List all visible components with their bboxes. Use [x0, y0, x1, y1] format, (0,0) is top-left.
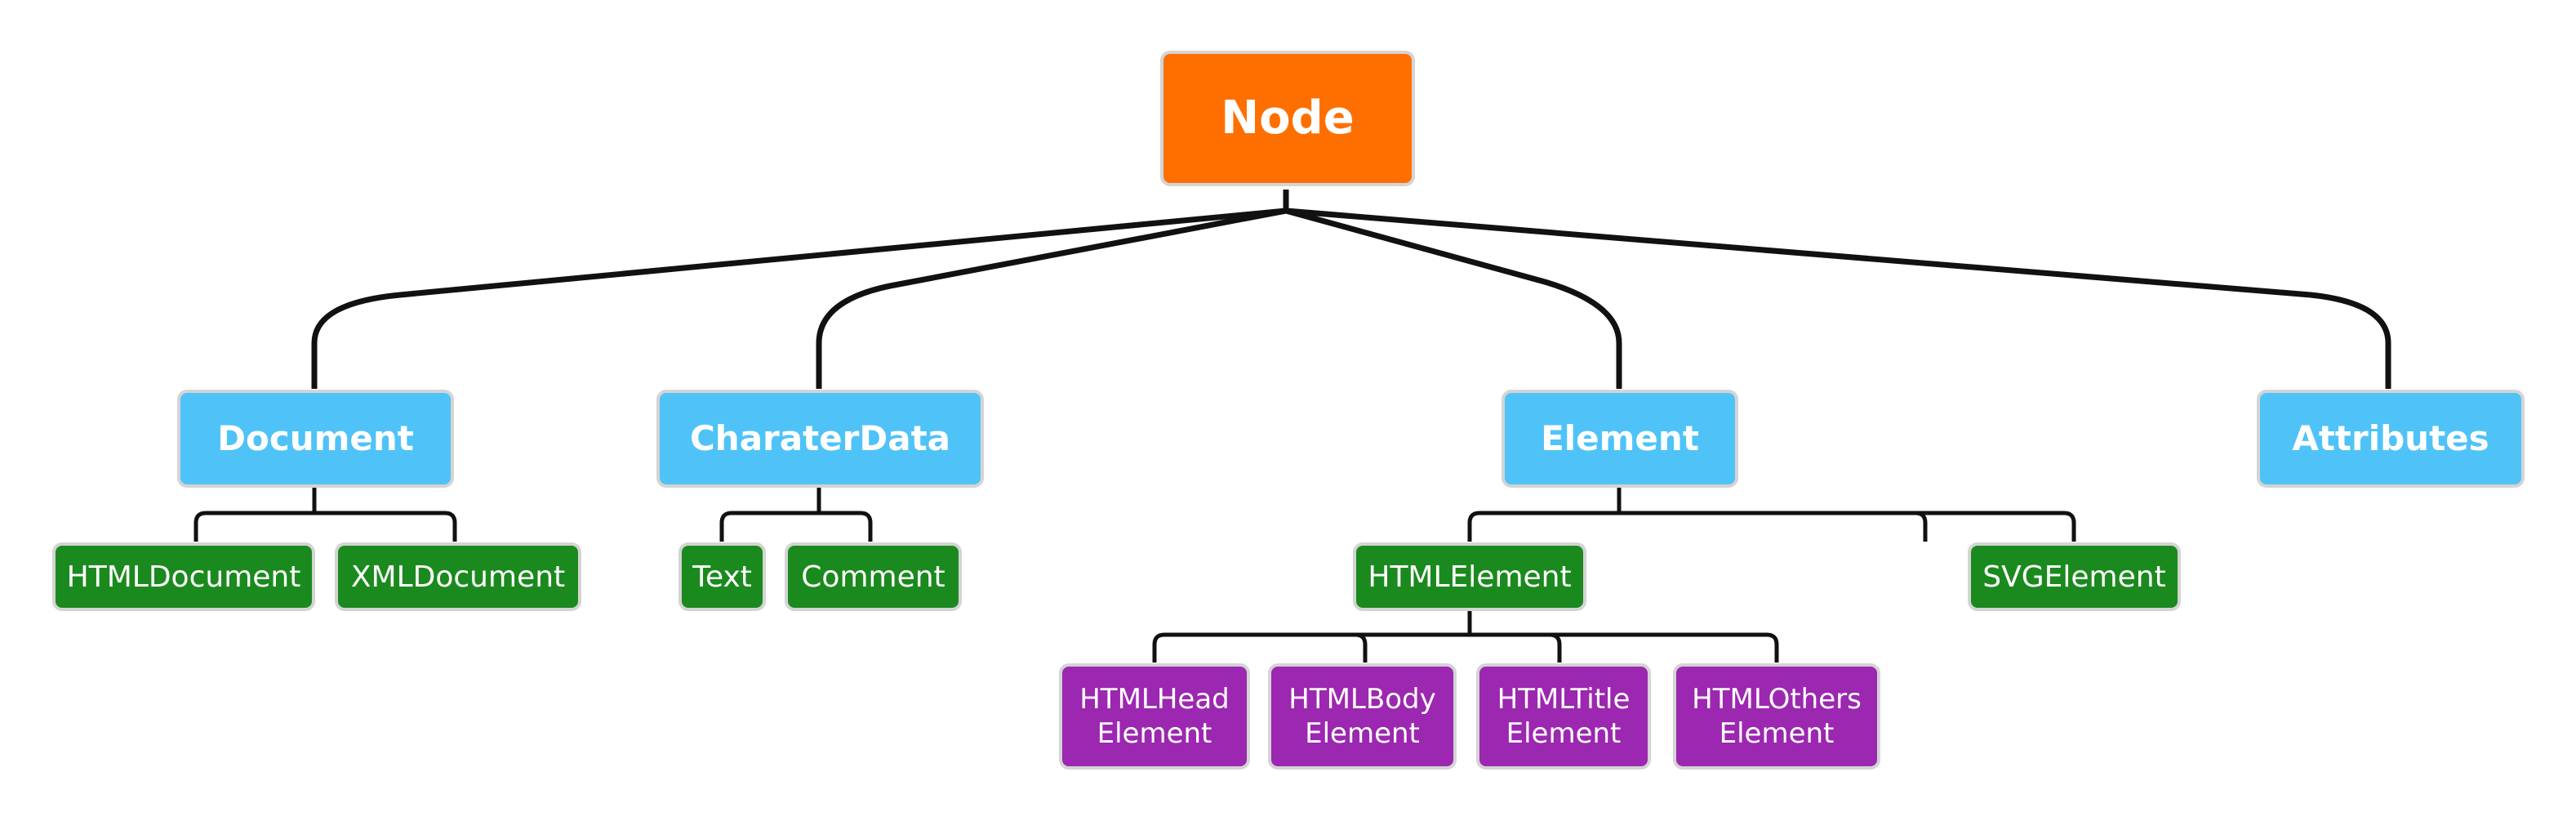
connector-node-element: [1285, 207, 1622, 389]
node-characterdata: CharaterData: [656, 390, 984, 488]
node-xmldocument: XMLDocument: [335, 542, 581, 611]
node-text: Text: [678, 542, 766, 611]
node-svgelement: SVGElement: [1968, 542, 2181, 611]
node-htmltitleelement: HTMLTitle Element: [1476, 663, 1651, 770]
node-root: Node: [1160, 51, 1415, 186]
node-element: Element: [1502, 390, 1738, 488]
node-htmldocument: HTMLDocument: [52, 542, 315, 611]
connector-characterdata-children: [719, 487, 873, 542]
connector-node-characterdata: [816, 207, 1287, 389]
connector-htmlelement-children: [1152, 609, 1779, 663]
connector-node-document: [311, 190, 1289, 389]
connector-node-attributes: [1285, 207, 2391, 389]
connector-document-children: [194, 487, 457, 542]
node-htmlheadelement: HTMLHead Element: [1059, 663, 1250, 770]
connector-element-children: [1467, 487, 2076, 542]
node-htmlelement: HTMLElement: [1353, 542, 1586, 611]
node-htmlotherselement: HTMLOthers Element: [1673, 663, 1880, 770]
node-document: Document: [177, 390, 454, 488]
node-comment: Comment: [785, 542, 962, 611]
node-attributes: Attributes: [2257, 390, 2525, 488]
node-htmlbodyelement: HTMLBody Element: [1268, 663, 1457, 770]
